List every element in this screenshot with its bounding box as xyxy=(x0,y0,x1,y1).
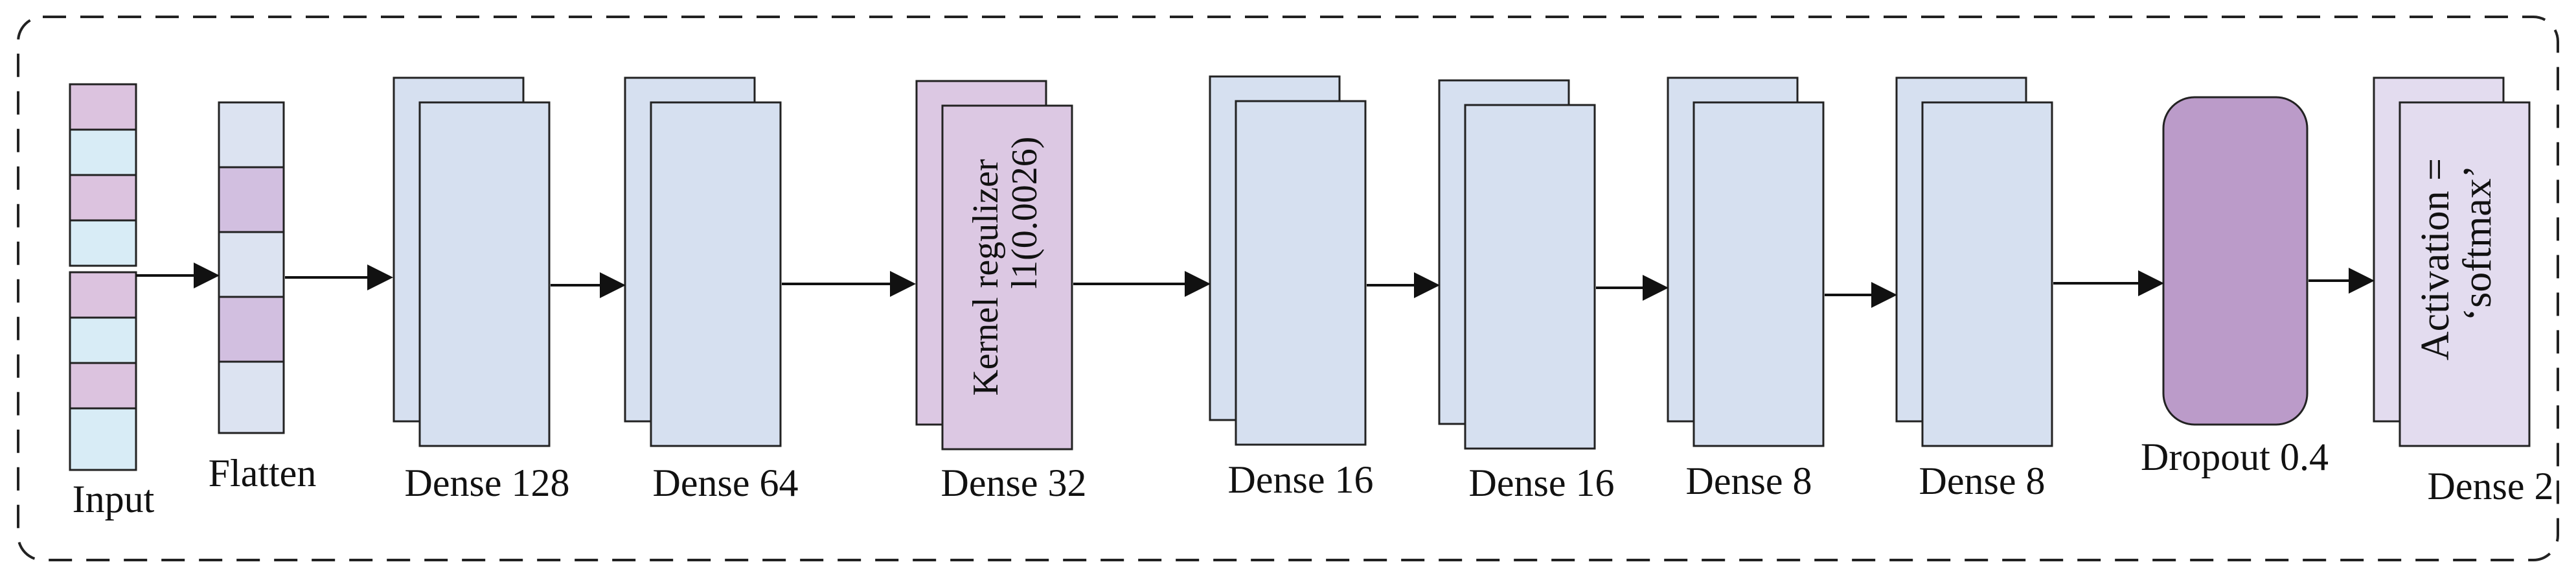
dense-128-label: Dense 128 xyxy=(405,462,570,504)
flatten-label: Flatten xyxy=(209,452,317,495)
input-cell xyxy=(69,407,137,471)
input-cell xyxy=(69,362,137,410)
input-cell xyxy=(69,174,137,222)
kernel-regularizer-value: l1(0.0026) xyxy=(1005,137,1045,289)
dropout-label: Dropout 0.4 xyxy=(2141,436,2329,478)
flatten-cell xyxy=(218,166,285,233)
dense-16-a-label: Dense 16 xyxy=(1228,458,1374,501)
input-cell xyxy=(69,128,137,176)
dense-8-b-label: Dense 8 xyxy=(1919,460,2046,502)
input-cell xyxy=(69,271,137,319)
input-cell xyxy=(69,316,137,364)
dense-64-label: Dense 64 xyxy=(653,462,799,504)
dense-16-b-front-panel xyxy=(1464,104,1596,450)
flatten-cell xyxy=(218,360,285,434)
dense-128-front-panel xyxy=(418,101,551,447)
input-cell xyxy=(69,219,137,267)
dense-32-label: Dense 32 xyxy=(941,462,1087,504)
softmax-activation-text: Activation = xyxy=(2413,158,2457,360)
dropout-block xyxy=(2162,96,2308,426)
dense-2-front-panel xyxy=(2399,101,2531,447)
input-layer: Input xyxy=(69,83,155,520)
dashed-frame xyxy=(17,16,2559,561)
dense-2-layer: Activation = ‘softmax’ Dense 2 xyxy=(2373,76,2554,508)
dense-8-b-front-panel xyxy=(1921,101,2053,447)
dense-16-layer-b: Dense 16 xyxy=(1438,79,1615,504)
dense-8-a-front-panel xyxy=(1693,101,1825,447)
dense-32-front-panel xyxy=(941,104,1073,450)
dense-16-layer-a: Dense 16 xyxy=(1209,75,1374,501)
dense-8-a-label: Dense 8 xyxy=(1686,460,1812,502)
flatten-cell xyxy=(218,296,285,363)
dense-8-layer-b: Dense 8 xyxy=(1895,76,2053,502)
flatten-layer: Flatten xyxy=(209,101,317,495)
dense-64-layer: Dense 64 xyxy=(624,76,799,504)
dense-32-layer: Kernel regulizer l1(0.0026) Dense 32 xyxy=(915,80,1087,504)
dropout-layer: Dropout 0.4 xyxy=(2141,96,2329,478)
dense-16-b-label: Dense 16 xyxy=(1469,462,1615,504)
dense-128-layer: Dense 128 xyxy=(393,76,570,504)
dense-8-layer-a: Dense 8 xyxy=(1667,76,1825,502)
flatten-cell xyxy=(218,101,285,169)
flatten-cell xyxy=(218,231,285,298)
kernel-regularizer-text: Kernel regulizer xyxy=(966,159,1006,396)
input-label: Input xyxy=(73,478,155,520)
connection-arrows xyxy=(136,263,2375,308)
input-cell xyxy=(69,83,137,131)
softmax-activation-value: ‘softmax’ xyxy=(2456,165,2500,321)
dense-64-front-panel xyxy=(650,101,782,447)
dense-16-a-front-panel xyxy=(1235,100,1367,446)
dense-2-label: Dense 2 xyxy=(2428,465,2554,508)
